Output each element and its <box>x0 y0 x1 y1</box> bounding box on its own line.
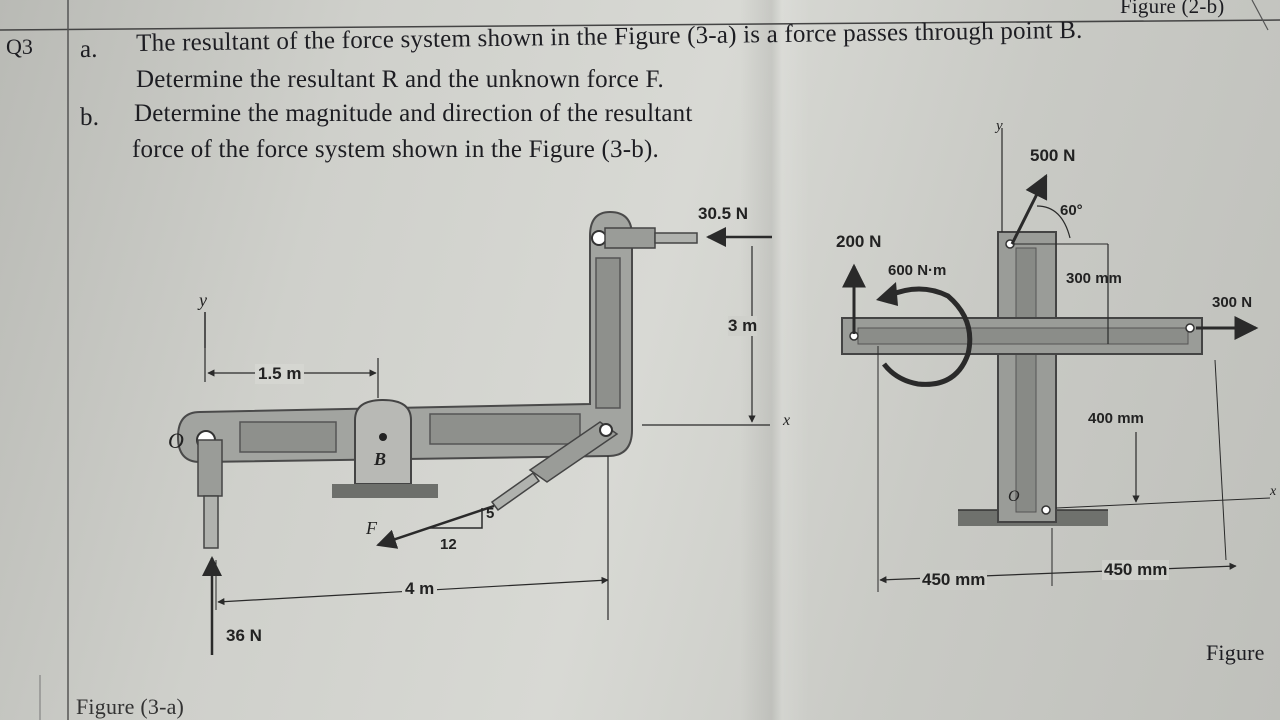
fig-a-origin-o: O <box>168 428 184 453</box>
fig-b-force-500: 500 N <box>1030 146 1076 165</box>
fig-b-angle-60: 60° <box>1060 202 1083 219</box>
force-500-arrow <box>1010 173 1048 245</box>
fig-a-dim-1-5m: 1.5 m <box>255 364 305 384</box>
fig-a-force-f: F <box>366 518 377 538</box>
fig-a-dim-4m: 4 m <box>402 579 438 599</box>
prev-figure-label: Figure (2-b) <box>1120 0 1225 18</box>
fig-b-x-axis-label: x <box>1270 484 1277 499</box>
fig-a-y-axis-label: y <box>199 290 207 310</box>
fig-a-dim-3m: 3 m <box>728 316 758 336</box>
fig-b-dim-450-left: 450 mm <box>920 570 988 590</box>
fig-a-point-b: B <box>374 449 387 469</box>
fig-a-x-axis-label: x <box>783 412 791 429</box>
fig-b-dim-300mm: 300 mm <box>1066 270 1122 287</box>
part-b-line-2: force of the force system shown in the F… <box>132 136 659 163</box>
fig-b-dim-400mm: 400 mm <box>1088 410 1144 427</box>
part-a-line-2: Determine the resultant R and the unknow… <box>136 66 664 93</box>
pin-support-b <box>332 398 438 498</box>
fig-a-force-36: 36 N <box>226 626 262 645</box>
question-number: Q3 <box>6 34 33 59</box>
force-f-arrow <box>376 504 495 549</box>
vertical-member <box>997 231 1057 523</box>
slope-triangle <box>430 508 483 529</box>
part-a-letter: a. <box>80 36 98 63</box>
angle-60-arc <box>1036 205 1071 239</box>
fig-b-dim-450-right: 450 mm <box>1102 560 1170 580</box>
fig-a-slope-12: 12 <box>440 536 457 553</box>
part-b-line-1: Determine the magnitude and direction of… <box>134 100 693 127</box>
top-link <box>591 227 698 249</box>
couple-600-arc <box>882 286 973 387</box>
fig-a-force-30-5: 30.5 N <box>698 204 749 223</box>
fig-b-force-300: 300 N <box>1212 294 1253 311</box>
fig-b-force-200: 200 N <box>836 232 882 251</box>
part-b-letter: b. <box>80 104 100 131</box>
horizontal-member <box>841 317 1203 355</box>
left-link <box>196 430 223 549</box>
fig-a-caption: Figure (3-a) <box>76 694 185 719</box>
fig-b-y-axis-label: y <box>996 118 1003 134</box>
fig-b-couple-600: 600 N·m <box>888 262 947 279</box>
fig-a-slope-5: 5 <box>486 505 495 522</box>
fig-b-caption: Figure <box>1206 640 1265 665</box>
inclined-strut <box>490 421 619 512</box>
fig-b-origin-o: O <box>1008 488 1020 505</box>
